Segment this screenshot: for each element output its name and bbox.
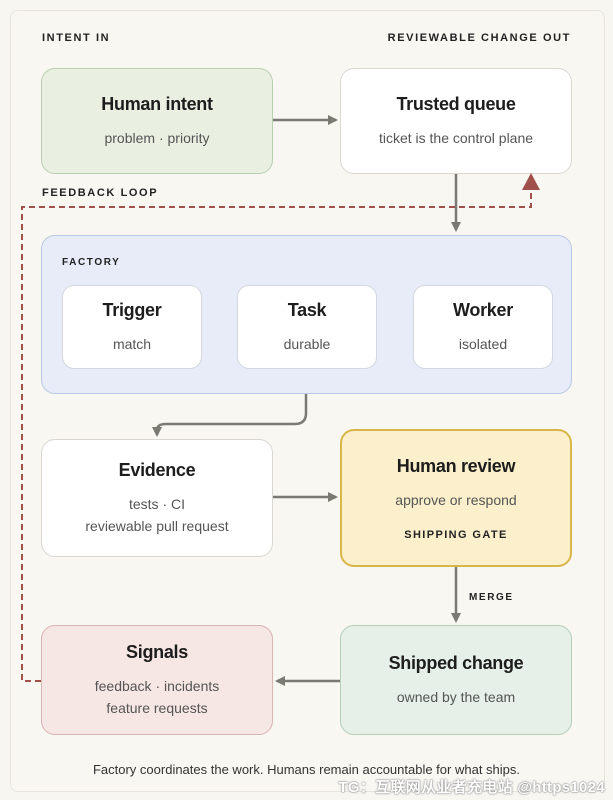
- intent-in-label: INTENT IN: [42, 32, 111, 44]
- shipped-change-node: Shipped change owned by the team: [340, 625, 572, 735]
- human-review-node: Human review approve or respond SHIPPING…: [340, 429, 572, 567]
- trusted-queue-sub: ticket is the control plane: [378, 129, 534, 146]
- human-review-sub: approve or respond: [395, 491, 517, 508]
- evidence-sub-2: reviewable pull request: [85, 517, 229, 534]
- trigger-title: Trigger: [102, 299, 162, 320]
- human-intent-sub: problem · priority: [104, 129, 210, 146]
- factory-label: FACTORY: [62, 257, 121, 268]
- worker-sub: isolated: [458, 335, 508, 352]
- evidence-title: Evidence: [118, 459, 196, 480]
- merge-label: MERGE: [469, 592, 514, 603]
- trusted-queue-node: Trusted queue ticket is the control plan…: [340, 68, 572, 174]
- task-node: Task durable: [237, 285, 377, 369]
- trusted-queue-title: Trusted queue: [396, 93, 516, 114]
- signals-node: Signals feedback · incidents feature req…: [41, 625, 273, 735]
- evidence-node: Evidence tests · CI reviewable pull requ…: [41, 439, 273, 557]
- worker-node: Worker isolated: [413, 285, 553, 369]
- signals-title: Signals: [126, 641, 188, 662]
- signals-sub-1: feedback · incidents: [94, 677, 220, 694]
- feedback-loop-label: FEEDBACK LOOP: [42, 187, 159, 199]
- shipped-change-title: Shipped change: [388, 652, 524, 673]
- human-intent-title: Human intent: [101, 93, 213, 114]
- task-sub: durable: [283, 335, 331, 352]
- watermark: TG：互联网从业者充电站 @https1024: [338, 779, 605, 796]
- signals-sub-2: feature requests: [106, 699, 208, 716]
- trigger-sub: match: [112, 335, 152, 352]
- human-intent-node: Human intent problem · priority: [41, 68, 273, 174]
- shipping-gate-label: SHIPPING GATE: [404, 528, 508, 541]
- footer-caption: Factory coordinates the work. Humans rem…: [92, 762, 521, 777]
- trigger-node: Trigger match: [62, 285, 202, 369]
- task-title: Task: [287, 299, 327, 320]
- worker-title: Worker: [453, 299, 513, 320]
- human-review-title: Human review: [396, 455, 516, 476]
- shipped-change-sub: owned by the team: [396, 688, 516, 705]
- factory-container: FACTORY Trigger match Task durable Worke…: [41, 235, 572, 394]
- reviewable-change-out-label: REVIEWABLE CHANGE OUT: [387, 32, 571, 44]
- evidence-sub-1: tests · CI: [128, 495, 185, 512]
